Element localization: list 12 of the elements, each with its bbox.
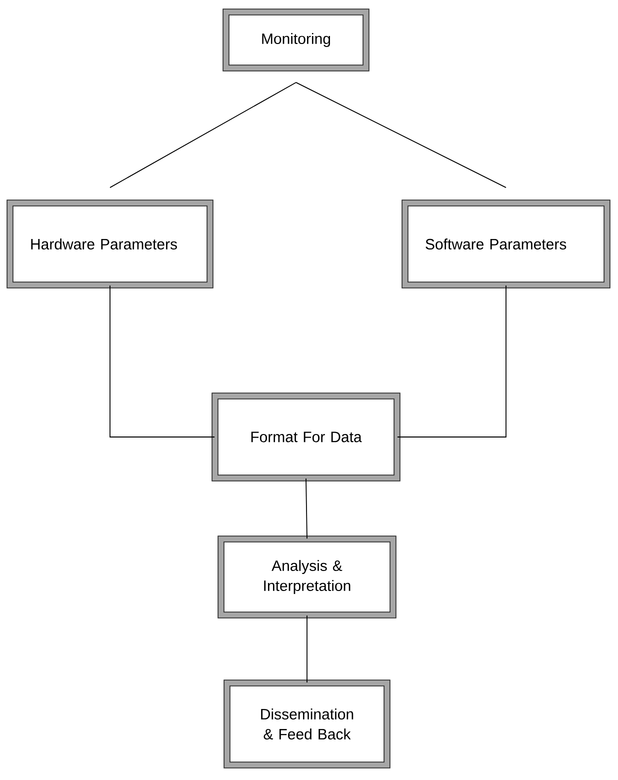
connector-line: [306, 478, 308, 539]
process-box: Analysis & Interpretation: [218, 536, 396, 618]
process-box: Hardware Parameters: [6, 200, 214, 288]
connector-line: [296, 82, 506, 188]
process-box: Format For Data: [212, 392, 400, 482]
process-box: Software Parameters: [402, 200, 610, 288]
connector-line: [110, 285, 215, 438]
process-box: Dissemination & Feed Back: [224, 680, 390, 768]
connector-line: [110, 82, 296, 188]
connector-line: [397, 285, 506, 438]
connector-line: [306, 615, 308, 683]
process-box: Monitoring: [222, 8, 370, 72]
